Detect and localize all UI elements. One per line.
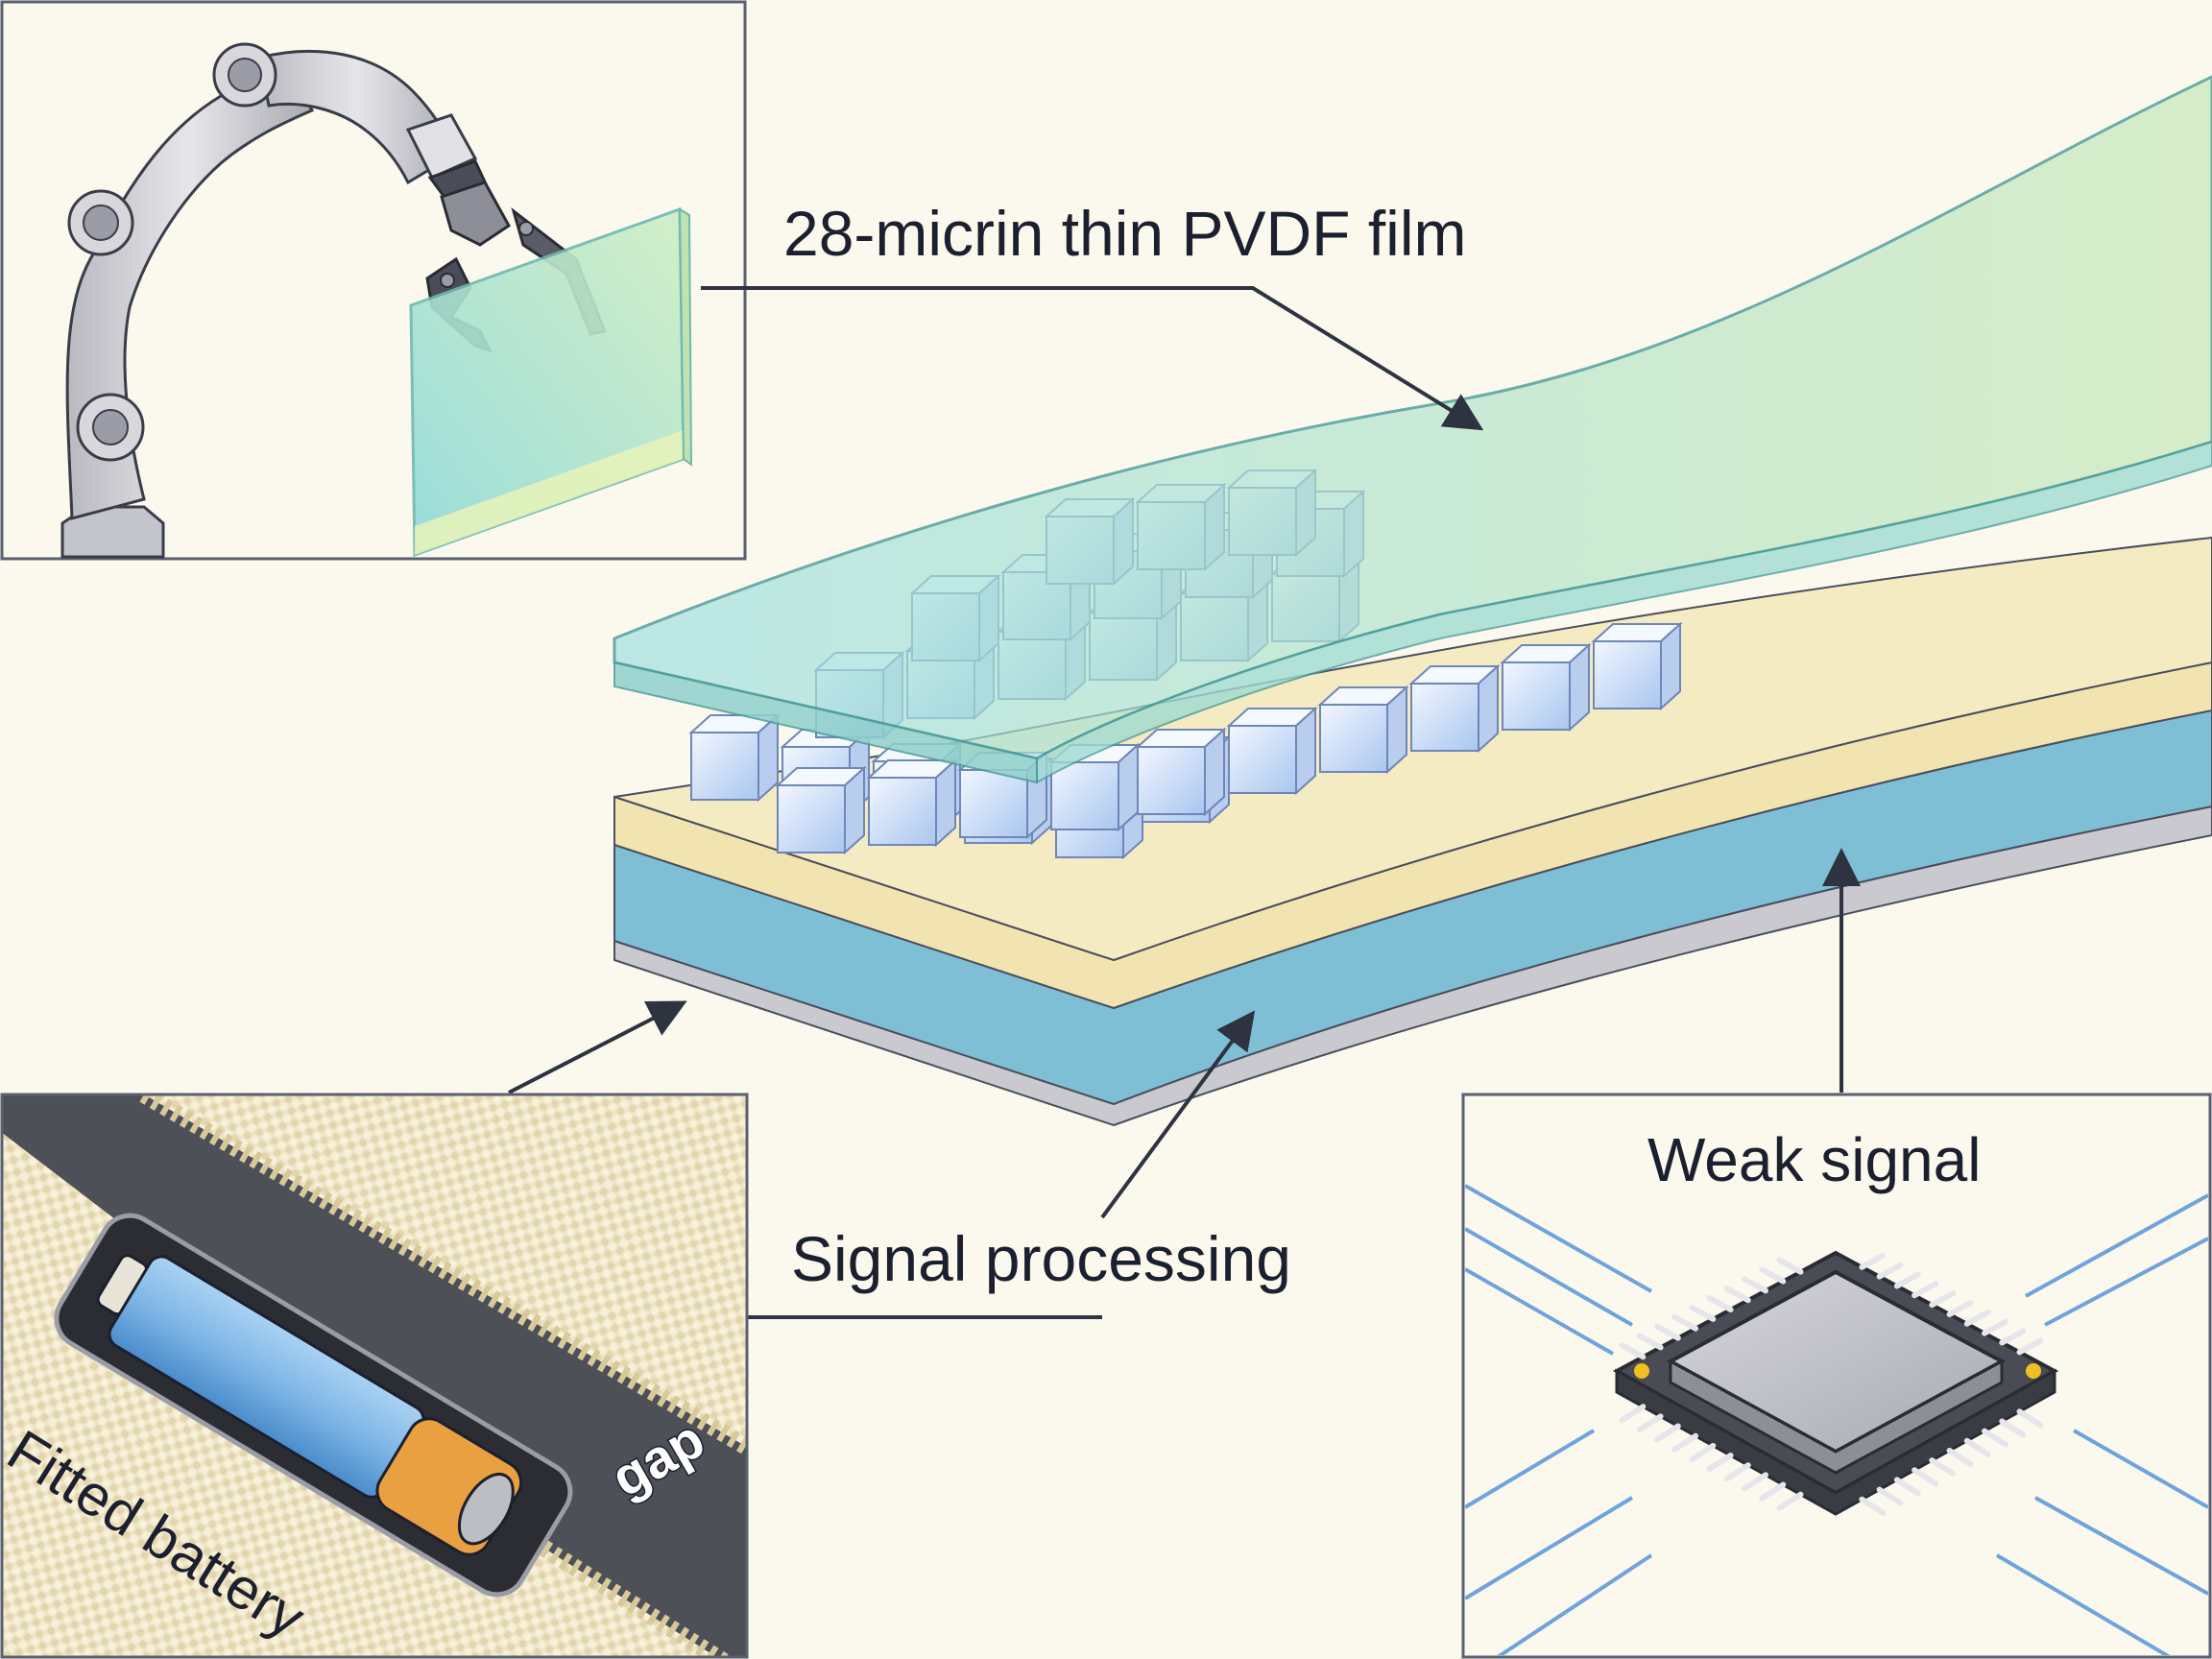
chip-pin bbox=[1876, 1486, 1904, 1506]
chip-pin bbox=[1653, 1423, 1681, 1443]
crystal-cube bbox=[1500, 642, 1592, 733]
chip-pin bbox=[1929, 1457, 1957, 1478]
crystal-cube bbox=[775, 765, 867, 855]
film-sheet-illustration bbox=[409, 206, 693, 558]
chip-pin bbox=[1653, 1323, 1681, 1341]
chip-pin bbox=[1671, 1313, 1699, 1332]
chip-pin bbox=[1859, 1496, 1887, 1516]
chip-pin bbox=[1911, 1467, 1939, 1487]
chip-pin bbox=[1946, 1299, 1974, 1317]
chip-pin bbox=[1636, 1413, 1664, 1433]
chip-panel bbox=[1461, 1093, 2212, 1659]
chip-pin bbox=[1911, 1281, 1939, 1299]
chip-pin bbox=[1723, 1286, 1751, 1304]
chip-pin bbox=[1963, 1309, 1991, 1327]
crystal-cube bbox=[1135, 727, 1227, 817]
chip-pin bbox=[2016, 1408, 2044, 1429]
sensor-strip-illustration bbox=[613, 75, 2212, 1127]
film-front-edge bbox=[1036, 440, 2212, 784]
chip-pin bbox=[1759, 1481, 1787, 1502]
chip-icon bbox=[1612, 1250, 2059, 1516]
crystal-cube bbox=[688, 712, 781, 803]
battery-slot bbox=[54, 1213, 573, 1598]
crystal-cube bbox=[1408, 663, 1501, 754]
chip-pin bbox=[1963, 1437, 1991, 1457]
chip-pin bbox=[1776, 1257, 1804, 1275]
chip-pin bbox=[1929, 1290, 1957, 1309]
film-label: 28-micrin thin PVDF film bbox=[783, 198, 1467, 269]
chip-pin bbox=[1859, 1252, 1887, 1270]
chip-pin bbox=[1671, 1432, 1699, 1453]
chip-pin bbox=[1946, 1447, 1974, 1467]
chip-pin bbox=[1619, 1404, 1647, 1424]
crystal-cube bbox=[1226, 706, 1318, 796]
chip-pin bbox=[1689, 1442, 1717, 1462]
crystal-cube bbox=[1317, 685, 1409, 775]
chip-pin bbox=[1776, 1491, 1804, 1511]
signal-processing-label: Signal processing bbox=[791, 1223, 1291, 1294]
chip-pin bbox=[1742, 1276, 1769, 1294]
chip-pin bbox=[1706, 1453, 1734, 1473]
chip-pin bbox=[1619, 1342, 1647, 1360]
chip-pin bbox=[2016, 1337, 2044, 1356]
chip-pin bbox=[1689, 1304, 1717, 1322]
film-arrow bbox=[701, 286, 1484, 431]
crystal-cube bbox=[1591, 621, 1683, 711]
chip-pin bbox=[1742, 1472, 1769, 1492]
battery-to-strip-arrow bbox=[508, 1000, 687, 1094]
crystal-cube bbox=[866, 757, 958, 848]
chip-pin bbox=[1893, 1271, 1921, 1289]
chip-pin bbox=[1876, 1262, 1904, 1280]
signal-lines bbox=[1465, 1184, 2208, 1655]
processing-to-strip-arrow bbox=[1100, 1010, 1256, 1219]
battery-icon bbox=[96, 1254, 523, 1556]
panel-frame bbox=[1461, 1093, 2212, 1659]
chip-pin bbox=[1982, 1318, 2009, 1336]
chip-pin bbox=[1982, 1428, 2009, 1448]
chip-pin bbox=[1999, 1418, 2027, 1438]
robot-arm-illustration bbox=[60, 42, 608, 559]
panel-frame bbox=[0, 1093, 749, 1659]
battery-panel bbox=[0, 1093, 749, 1659]
chip-pin bbox=[1706, 1295, 1734, 1313]
chip-pin bbox=[1999, 1328, 2027, 1346]
chip-pin bbox=[1759, 1266, 1787, 1285]
chip-pin bbox=[1723, 1462, 1751, 1482]
chip-pin bbox=[1893, 1477, 1921, 1497]
weak-signal-label: Weak signal bbox=[1647, 1125, 1982, 1194]
chip-pin bbox=[1636, 1333, 1664, 1351]
robot-arm-panel bbox=[0, 0, 747, 561]
